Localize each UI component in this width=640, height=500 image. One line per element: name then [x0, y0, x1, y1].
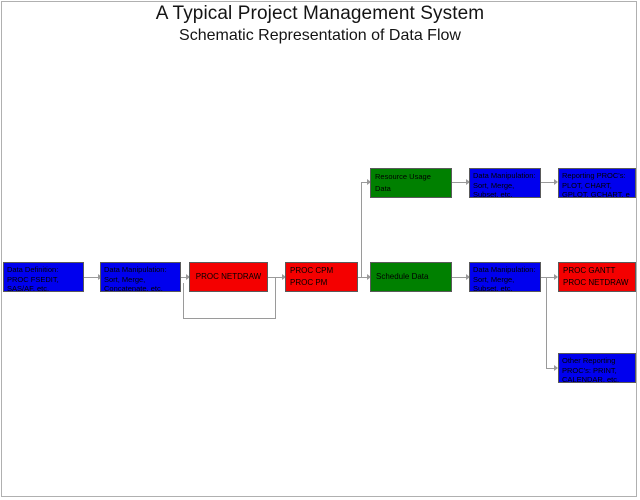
- connector-netdraw-to-cpm: [267, 277, 285, 278]
- arrowhead-schedule-to-manip3: [466, 274, 470, 280]
- node-data-manipulation-3[interactable]: Data Manipulation: Sort, Merge, Subset, …: [469, 262, 541, 292]
- node-proc-gantt-netdraw[interactable]: PROC GANTT PROC NETDRAW: [558, 262, 636, 292]
- resource-usage-line-1: Resource Usage: [375, 171, 431, 181]
- connector-feedback-up: [183, 283, 184, 319]
- connector-resource-to-manip2: [451, 182, 469, 183]
- connector-manip2-to-reporting: [541, 182, 557, 183]
- arrowhead-resource-to-manip2: [466, 179, 470, 185]
- arrowhead-bus-to-resource: [367, 179, 371, 185]
- proc-gantt-label: PROC GANTT: [563, 265, 616, 275]
- arrowhead-netdraw-to-cpm: [282, 274, 286, 280]
- arrowhead-manip1-to-netdraw: [186, 274, 190, 280]
- connector-vertical-bus-left: [361, 182, 362, 278]
- connector-schedule-to-manip3: [451, 277, 469, 278]
- node-proc-cpm-pm[interactable]: PROC CPM PROC PM: [285, 262, 358, 292]
- node-schedule-data[interactable]: Schedule Data: [370, 262, 452, 292]
- connector-manip3-to-gantt: [541, 277, 557, 278]
- proc-cpm-label: PROC CPM: [290, 265, 334, 275]
- node-proc-netdraw-1[interactable]: PROC NETDRAW: [189, 262, 268, 292]
- page-title: A Typical Project Management System: [155, 3, 485, 24]
- connector-bus-to-resource: [361, 182, 371, 183]
- arrowhead-bus-to-schedule: [367, 274, 371, 280]
- connector-bus-to-other-reporting: [546, 368, 557, 369]
- connector-def-to-manip1: [84, 277, 100, 278]
- connector-manip1-to-netdraw: [180, 277, 190, 278]
- proc-pm-label: PROC PM: [290, 278, 328, 288]
- page-subtitle: Schematic Representation of Data Flow: [179, 27, 461, 44]
- node-data-manipulation-1[interactable]: Data Manipulation: Sort, Merge, Concaten…: [100, 262, 181, 292]
- resource-usage-line-2: Data: [375, 184, 391, 194]
- connector-cpm-to-bus: [357, 277, 369, 278]
- node-other-reporting[interactable]: Other Reporting PROC's: PRINT, CALENDAR,…: [558, 353, 636, 383]
- arrowhead-bus-to-other-reporting: [554, 365, 558, 371]
- node-data-definition[interactable]: Data Definition: PROC FSEDIT, SAS/AF, et…: [3, 262, 84, 292]
- connector-feedback-down: [275, 277, 276, 319]
- node-reporting-procs[interactable]: Reporting PROC's: PLOT, CHART, GPLOT, GC…: [558, 168, 636, 198]
- connector-vertical-bus-right: [546, 277, 547, 368]
- arrowhead-manip3-to-gantt: [554, 274, 558, 280]
- proc-netdraw-2-label: PROC NETDRAW: [563, 278, 629, 288]
- connector-feedback-left: [183, 318, 276, 319]
- arrowhead-manip2-to-reporting: [554, 179, 558, 185]
- node-resource-usage-data[interactable]: Resource Usage Data: [370, 168, 452, 198]
- node-data-manipulation-2[interactable]: Data Manipulation: Sort, Merge, Subset, …: [469, 168, 541, 198]
